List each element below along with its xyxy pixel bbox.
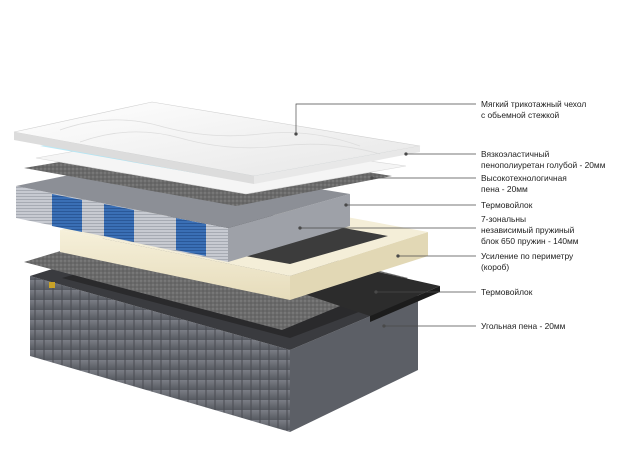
cover-layer [13, 101, 421, 184]
callout-felt-top: Термовойлок [481, 200, 533, 210]
callout-hr-foam: Высокотехнологичная пена - 20мм [481, 173, 567, 194]
callout-carbon-foam: Угольная пена - 20мм [481, 321, 566, 331]
callout-springs: 7-зональны независимый пружиный блок 650… [481, 214, 579, 246]
callout-cover: Мягкий трикотажный чехол с обьемной стеж… [481, 99, 587, 120]
leader-lines [294, 103, 476, 328]
callout-perimeter: Усиление по периметру (короб) [481, 251, 574, 272]
callout-felt-bottom: Термовойлок [481, 287, 533, 297]
brand-logo-icon [49, 282, 55, 288]
leader-cover [295, 103, 476, 134]
callout-memory-foam: Вязкоэластичный пенополиуретан голубой -… [481, 149, 606, 170]
